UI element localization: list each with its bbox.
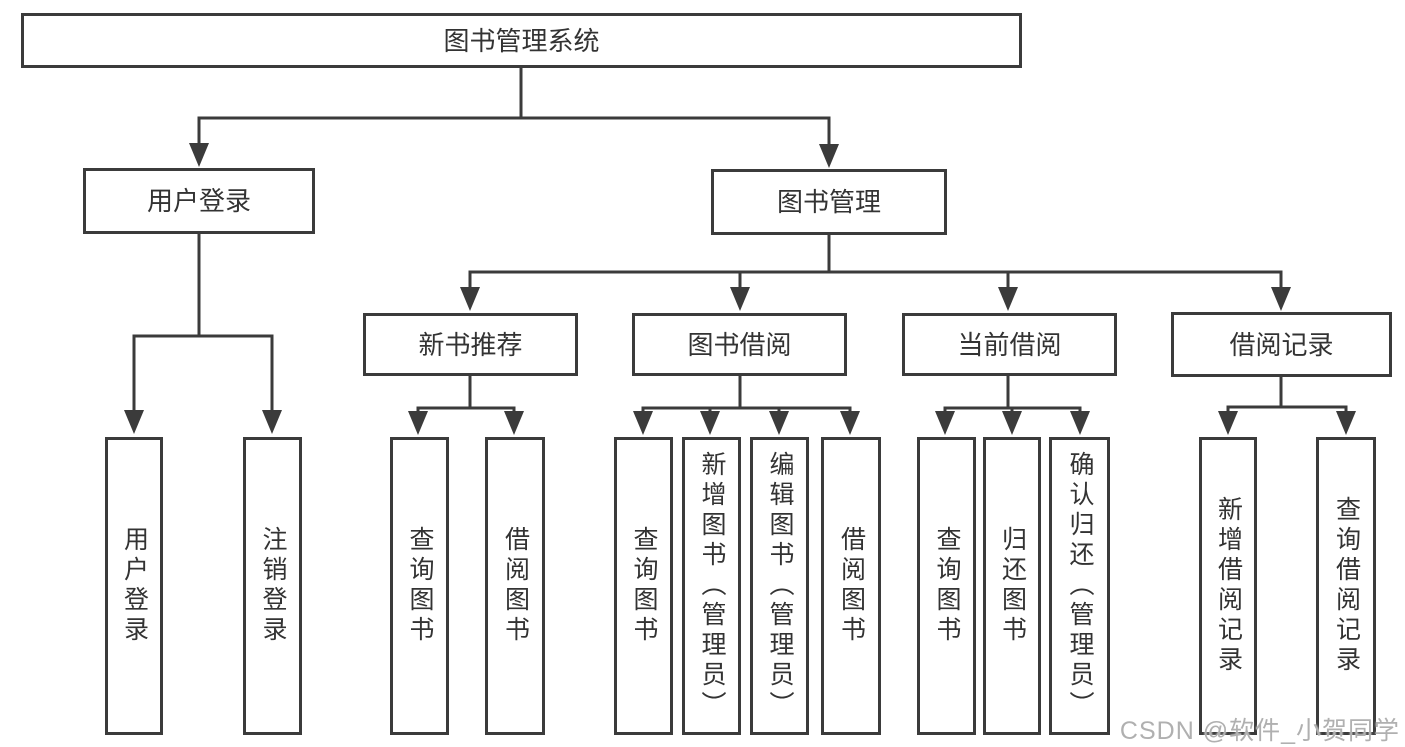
leaf-user-login: 用户登录	[105, 437, 163, 735]
leaf-query-books-recommend: 查询图书	[390, 437, 449, 735]
leaf-query-books-borrow: 查询图书	[614, 437, 673, 735]
leaf-logout: 注销登录	[243, 437, 302, 735]
leaf-add-book-admin: 新增图书（管理员）	[682, 437, 741, 735]
node-library-management-system: 图书管理系统	[21, 13, 1022, 68]
node-user-login: 用户登录	[83, 168, 315, 234]
csdn-watermark: CSDN @软件_小贺同学	[1119, 717, 1400, 745]
node-book-management: 图书管理	[711, 169, 947, 235]
node-new-book-recommendation: 新书推荐	[363, 313, 578, 376]
leaf-borrow-books-recommend: 借阅图书	[485, 437, 545, 735]
leaf-return-book: 归还图书	[983, 437, 1041, 735]
leaf-confirm-return-admin: 确认归还（管理员）	[1049, 437, 1110, 735]
leaf-query-books-current: 查询图书	[917, 437, 976, 735]
node-book-borrowing: 图书借阅	[632, 313, 847, 376]
leaf-edit-book-admin: 编辑图书（管理员）	[750, 437, 809, 735]
node-borrowing-records: 借阅记录	[1171, 312, 1392, 377]
node-current-borrowing: 当前借阅	[902, 313, 1117, 376]
leaf-borrow-books-borrow: 借阅图书	[821, 437, 881, 735]
leaf-query-borrow-record: 查询借阅记录	[1316, 437, 1376, 735]
leaf-add-borrow-record: 新增借阅记录	[1199, 437, 1257, 735]
